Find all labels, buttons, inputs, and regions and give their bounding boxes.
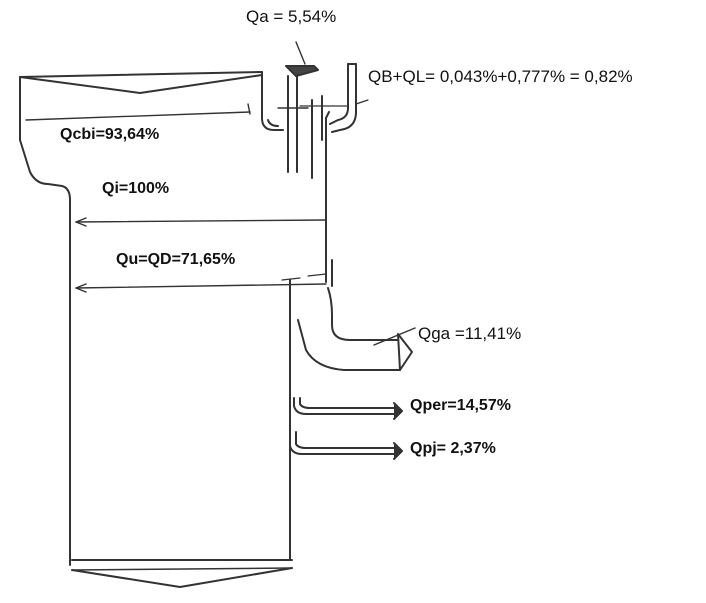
qa-duct (277, 41, 319, 173)
qga-outlet (297, 319, 416, 371)
qu-qd-flow-line (75, 273, 327, 293)
qper-outlet (293, 397, 403, 420)
qb-ql-ducts (299, 63, 369, 179)
top-hopper (19, 71, 284, 131)
qcbi-label: Qcbi=93,64% (60, 126, 160, 143)
qa-label: Qa = 5,54% (246, 7, 337, 26)
qga-label: Qga =11,41% (418, 324, 522, 343)
qi-flow-line (75, 217, 327, 227)
qper-label: Qper=14,57% (410, 397, 511, 414)
qpj-outlet (289, 431, 403, 460)
qu-qd-label: Qu=QD=71,65% (116, 251, 236, 268)
qcbi-flow-line (25, 103, 251, 121)
qb-ql-label: QB+QL= 0,043%+0,777% = 0,82% (368, 67, 633, 86)
qpj-label: Qpj= 2,37% (410, 440, 496, 457)
furnace-body (19, 111, 399, 588)
qi-label: Qi=100% (102, 180, 170, 197)
